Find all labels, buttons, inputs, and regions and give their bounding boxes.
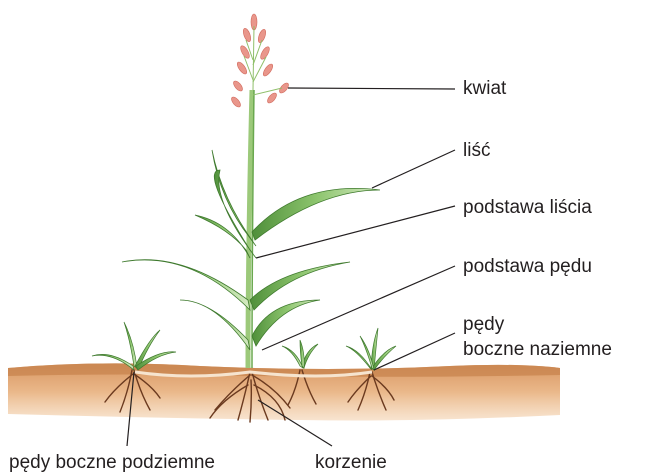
- side-shoot-middle: [282, 340, 318, 368]
- leader-kwiat: [288, 88, 455, 89]
- label-shoot-base: podstawa pędu: [463, 256, 592, 278]
- label-leaf-base: podstawa liścia: [463, 197, 592, 219]
- flower-spikelets: [230, 14, 290, 109]
- label-leaf: liść: [463, 140, 490, 162]
- label-side-shoots-below: pędy boczne podziemne: [9, 452, 215, 474]
- side-shoot-left: [92, 322, 176, 370]
- label-roots: korzenie: [315, 452, 387, 474]
- leader-lisc: [372, 150, 455, 188]
- label-side-shoots-above-line2: boczne naziemne: [463, 339, 612, 361]
- label-side-shoots-above-line1: pędy: [463, 314, 504, 336]
- label-flower: kwiat: [463, 78, 506, 100]
